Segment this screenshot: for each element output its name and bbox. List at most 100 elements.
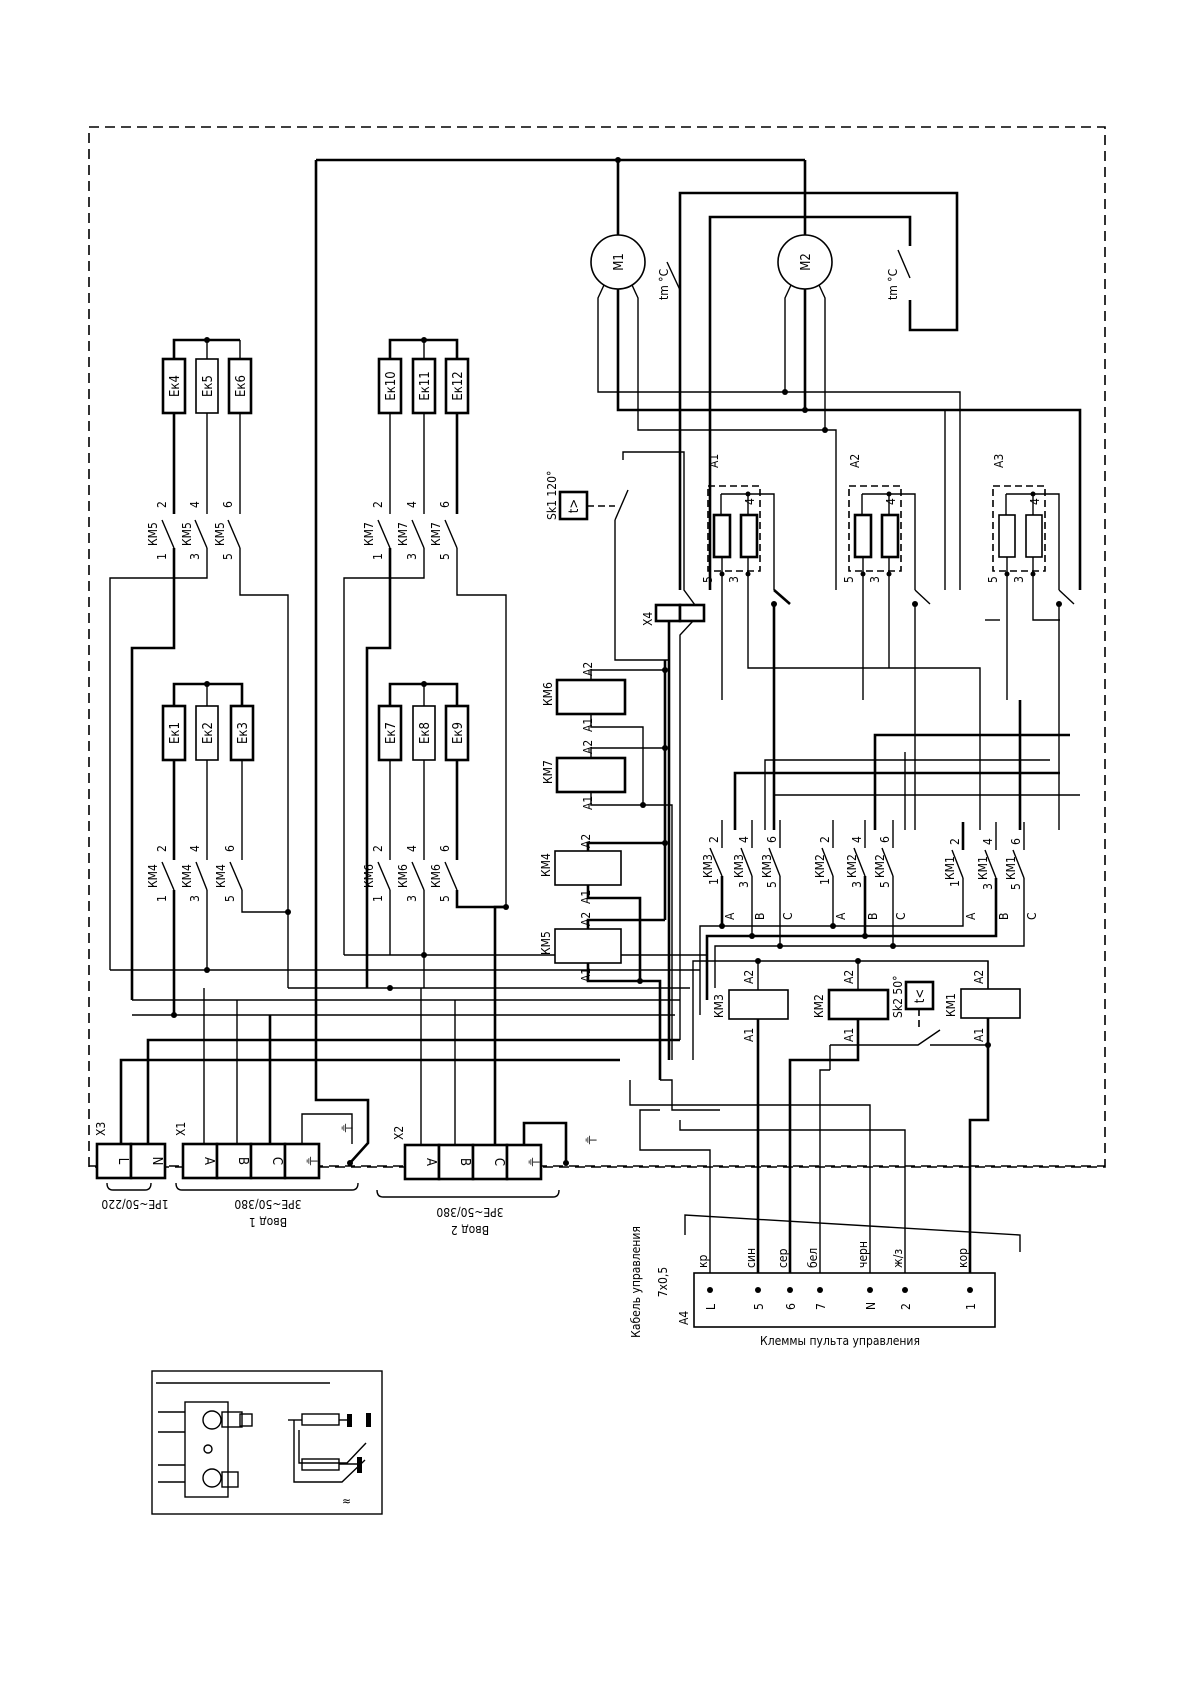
svg-text:5: 5	[438, 895, 452, 902]
svg-text:5: 5	[223, 895, 237, 902]
terminal-x4: X4	[641, 603, 706, 1060]
svg-text:A2: A2	[579, 834, 593, 848]
svg-text:4: 4	[1028, 498, 1042, 505]
svg-text:B: B	[235, 1157, 250, 1165]
coil-km6	[555, 678, 627, 716]
svg-text:2: 2	[948, 838, 962, 845]
svg-text:B: B	[997, 913, 1011, 920]
svg-text:A: A	[834, 912, 848, 920]
cable-wire-color: кр	[696, 1254, 710, 1268]
a4-terminal-point	[707, 1287, 713, 1293]
svg-text:C: C	[1025, 912, 1039, 920]
svg-text:5: 5	[438, 553, 452, 560]
a4-label: A4	[677, 1311, 691, 1325]
svg-text:A1: A1	[579, 968, 593, 982]
svg-text:4: 4	[743, 498, 757, 505]
svg-text:6: 6	[438, 501, 452, 508]
svg-text:t>: t>	[567, 499, 582, 513]
svg-text:2: 2	[155, 845, 169, 852]
svg-text:КМ6: КМ6	[362, 864, 376, 888]
input-terminals: L N X3 A B C ⏚ X1 ⏚ A B C ⏚ X2 ⏚ 1PE~50/…	[89, 1113, 1105, 1237]
svg-text:3: 3	[737, 881, 751, 888]
svg-text:N: N	[149, 1157, 164, 1166]
svg-text:C: C	[491, 1158, 506, 1166]
svg-text:КМ2: КМ2	[873, 854, 887, 878]
motor-label: M1	[612, 253, 627, 271]
x3-rating: 1PE~50/220	[101, 1197, 168, 1211]
heater-block-a3: A3 4 5 3	[986, 454, 1075, 830]
a4-terminal-point	[867, 1287, 873, 1293]
svg-text:A2: A2	[972, 970, 986, 984]
heater-label: Ек5	[201, 375, 216, 397]
svg-text:A2: A2	[742, 970, 756, 984]
a4-terminal-label: 2	[899, 1303, 913, 1310]
heater-label: Ек1	[168, 722, 183, 744]
a4-terminal-point	[817, 1287, 823, 1293]
heater-group-ek7-9: Ек7 Ек8 Ек9	[377, 681, 470, 891]
svg-text:3: 3	[727, 576, 741, 583]
svg-text:4: 4	[188, 501, 202, 508]
svg-text:5: 5	[1009, 883, 1023, 890]
svg-text:3: 3	[188, 553, 202, 560]
svg-text:A1: A1	[579, 890, 593, 904]
svg-text:КМ3: КМ3	[732, 854, 746, 878]
svg-text:A: A	[723, 912, 737, 920]
a4-terminal-label: N	[864, 1302, 878, 1310]
svg-text:КМ2: КМ2	[812, 994, 826, 1018]
svg-text:1: 1	[707, 878, 721, 885]
svg-text:КМ6: КМ6	[396, 864, 410, 888]
svg-text:3: 3	[850, 881, 864, 888]
svg-text:КМ4: КМ4	[214, 864, 228, 888]
a4-terminal-point	[967, 1287, 973, 1293]
svg-text:1: 1	[155, 553, 169, 560]
x1-label: X1	[174, 1122, 188, 1136]
svg-text:КМ2: КМ2	[813, 854, 827, 878]
svg-text:КМ1: КМ1	[944, 993, 958, 1017]
svg-text:КМ4: КМ4	[146, 864, 160, 888]
svg-text:A2: A2	[581, 662, 595, 676]
svg-text:КМ5: КМ5	[539, 931, 553, 955]
cable-wire-color: бел	[806, 1248, 820, 1268]
svg-text:КМ4: КМ4	[539, 853, 553, 877]
x2-rating: 3PE~50/380	[436, 1205, 503, 1219]
thermostat-sk2	[904, 980, 935, 1011]
a4-terminal-point	[787, 1287, 793, 1293]
heater-label: Ек8	[418, 722, 433, 744]
svg-text:A2: A2	[579, 912, 593, 926]
a4-title: Клеммы пульта управления	[760, 1334, 920, 1348]
coils-left: КМ6 КМ7 КМ4 КМ5 A2 A1 A2 A1 A2 A1 A2 A1	[539, 660, 720, 1111]
heater-label: Ек11	[418, 371, 433, 400]
svg-text:A2: A2	[848, 454, 862, 468]
svg-text:5: 5	[765, 881, 779, 888]
svg-text:КМ1: КМ1	[976, 856, 990, 880]
heater-label: Ек7	[384, 722, 399, 744]
svg-text:C: C	[781, 912, 795, 920]
svg-text:C: C	[269, 1157, 284, 1165]
power-wiring-left	[109, 160, 707, 1164]
svg-text:2: 2	[818, 836, 832, 843]
svg-text:3: 3	[981, 883, 995, 890]
x2-name: Ввод 2	[451, 1223, 489, 1237]
svg-text:X4: X4	[641, 612, 655, 626]
svg-text:5: 5	[842, 576, 856, 583]
svg-text:1: 1	[371, 553, 385, 560]
coil-km5	[554, 928, 622, 964]
svg-text:B: B	[753, 913, 767, 920]
coil-km4	[554, 850, 622, 886]
svg-text:A1: A1	[742, 1028, 756, 1042]
svg-text:3: 3	[405, 553, 419, 560]
svg-text:КМ5: КМ5	[146, 522, 160, 546]
coil-km7	[555, 756, 627, 794]
a4-terminal-label: 5	[752, 1303, 766, 1310]
fan-contactors	[699, 820, 1025, 1015]
svg-text:2: 2	[371, 845, 385, 852]
cable-wire-color: черн	[856, 1241, 870, 1268]
heater-label: Ек12	[451, 371, 466, 400]
coils-bottom: КМ3 КМ2 КМ1 A2 A2 A2 A1 A1 A1 t< Sk2 50°	[629, 958, 1021, 1290]
svg-text:1: 1	[371, 895, 385, 902]
svg-text:КМ7: КМ7	[362, 522, 376, 546]
heater-group-ek1-3: Ек1 Ек2 Ек3	[161, 681, 255, 891]
x2-label: X2	[392, 1126, 406, 1140]
